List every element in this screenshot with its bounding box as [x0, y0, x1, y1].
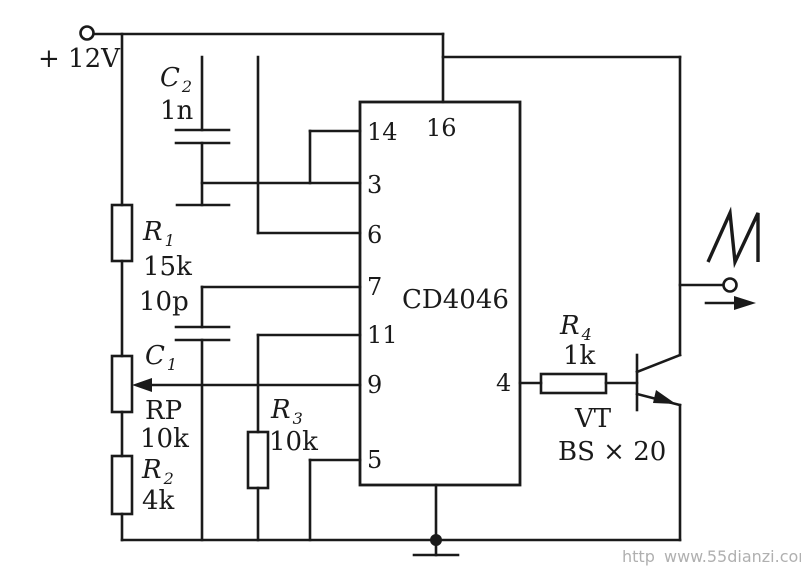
r4-value: 1k [563, 341, 596, 371]
vt-label: VT [574, 404, 612, 434]
supply-terminal [79, 25, 95, 41]
r1-value: 15k [143, 252, 192, 282]
transistor-vt [635, 353, 682, 412]
pin-3: 3 [367, 171, 382, 199]
pin-6: 6 [367, 221, 382, 249]
sawtooth-waveform-icon [706, 206, 760, 269]
watermark-right: www.55dianzi.com [664, 547, 801, 566]
c1-value: 10p [139, 287, 189, 317]
r2-value: 4k [142, 486, 175, 516]
rp-value: 10k [140, 424, 189, 454]
pin-11: 11 [367, 321, 398, 349]
wires [91, 32, 725, 542]
pin-16: 16 [426, 114, 457, 142]
ground-symbol [412, 534, 460, 557]
rp-label: RP [145, 396, 182, 426]
pin-7: 7 [367, 273, 382, 301]
c2-value: 1n [160, 96, 194, 126]
pin-4: 4 [496, 369, 511, 397]
wiper-arrowhead [132, 378, 152, 392]
capacitor-c2 [174, 128, 231, 145]
output-terminal [722, 277, 738, 293]
pin-14: 14 [367, 118, 398, 146]
ic-name: CD4046 [402, 285, 509, 315]
output-arrow-icon [704, 296, 756, 310]
vt-type: BS × 20 [558, 437, 666, 467]
resistor-r1 [110, 203, 134, 263]
ic-body [358, 100, 522, 487]
supply-label: + 12V [38, 44, 121, 74]
resistor-r3 [246, 430, 270, 490]
capacitor-c1 [174, 325, 231, 342]
potentiometer-rp [110, 354, 134, 414]
resistor-r4 [539, 372, 608, 395]
pin-9: 9 [367, 371, 382, 399]
pin-5: 5 [367, 446, 382, 474]
watermark-left: http [622, 547, 655, 566]
r3-value: 10k [269, 427, 318, 457]
resistor-r2 [110, 454, 134, 516]
